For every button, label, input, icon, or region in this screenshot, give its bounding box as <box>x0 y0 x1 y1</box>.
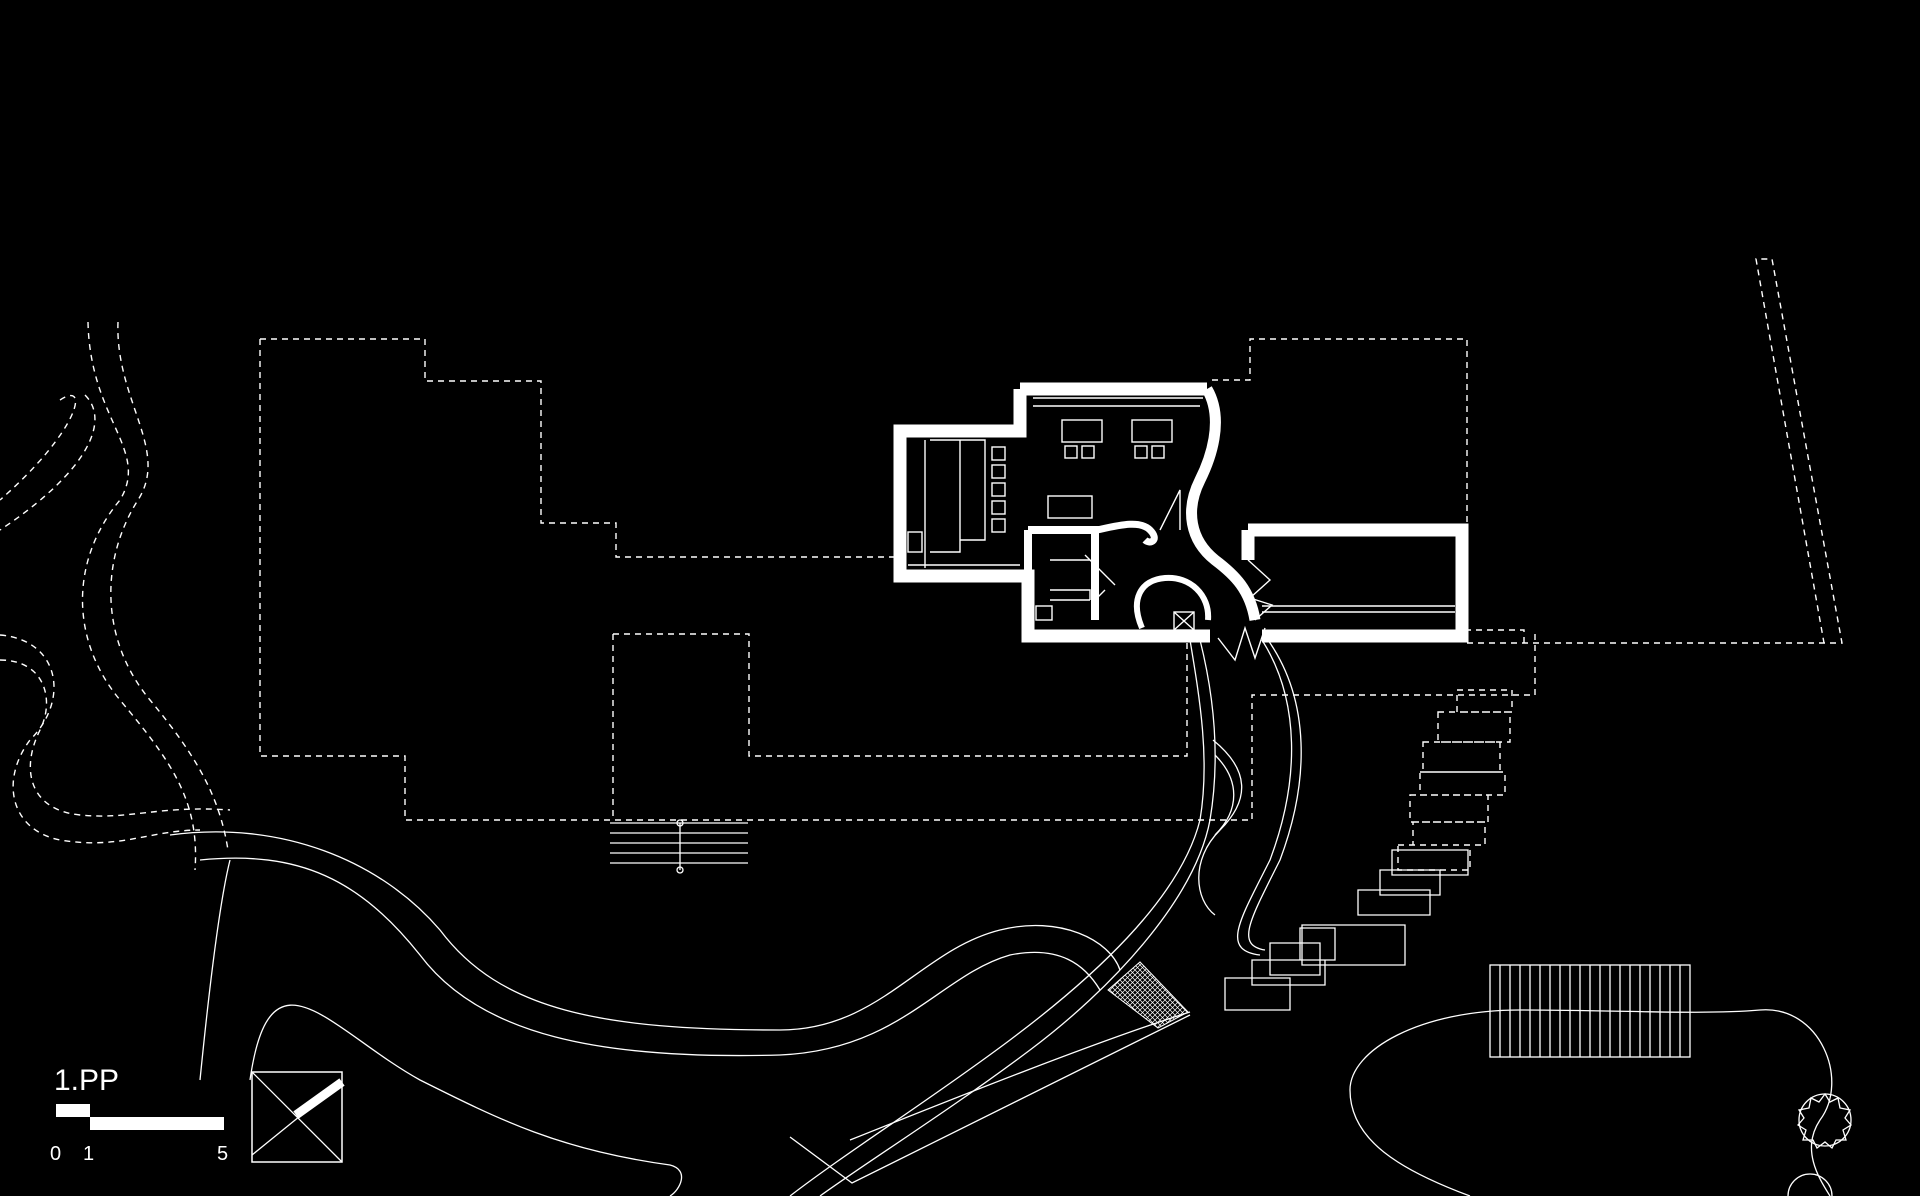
kitchen-unit <box>991 464 1006 479</box>
house-plan <box>893 382 1469 662</box>
bed-symbol <box>1131 419 1173 443</box>
kitchen-unit <box>991 446 1006 461</box>
dashed-footprint-left-lower <box>259 339 1536 821</box>
stepping-stones <box>1224 849 1469 1011</box>
west-wing-inner <box>908 440 1020 568</box>
pond-outline-b <box>1349 1089 1471 1196</box>
dashed-footprint-right-top <box>1212 338 1468 523</box>
kitchen-counter <box>930 439 986 553</box>
bathroom-lines <box>1050 559 1091 601</box>
bed-symbol <box>1061 419 1103 443</box>
stair-cross <box>1173 611 1195 631</box>
tree-symbol <box>1797 1092 1852 1150</box>
dashed-footprint-left <box>260 338 895 558</box>
kitchen-unit <box>991 518 1006 533</box>
section-cut-legend-icon <box>251 1071 345 1163</box>
access-path-c <box>1236 639 1293 956</box>
door-swing <box>1084 554 1116 601</box>
dashed-path-left-a <box>81 321 197 871</box>
road-edge-lower <box>249 1004 683 1196</box>
hatched-paving <box>1107 961 1189 1029</box>
access-path-d <box>1248 639 1302 951</box>
desk <box>1047 495 1093 519</box>
kitchen-unit <box>991 482 1006 497</box>
road-edge-outer <box>169 831 1121 1031</box>
door-leaf <box>1247 559 1274 621</box>
dashed-path-left-e <box>0 634 201 844</box>
bedroom-shelf <box>1033 397 1203 407</box>
pillow <box>1151 445 1165 459</box>
terrace-steps <box>610 819 748 874</box>
dashed-path-left-d <box>0 394 96 531</box>
access-path-a <box>789 639 1205 1196</box>
drawing-legend: 1.PP 0 1 5 <box>50 1064 345 1165</box>
dashed-path-left-c <box>0 394 77 501</box>
landscape-lines <box>169 639 1852 1196</box>
interior-curve-wall <box>1096 520 1158 546</box>
dashed-steps <box>1397 689 1513 871</box>
road-edge-inner <box>199 857 1101 1057</box>
stair-box <box>1173 611 1195 631</box>
door-leaf <box>1159 489 1181 531</box>
lower-path-b <box>789 1014 1191 1184</box>
wall-niche <box>907 531 923 553</box>
slatted-deck <box>1489 964 1691 1058</box>
pillow <box>1064 445 1078 459</box>
house-curved-wall <box>1186 386 1261 622</box>
access-path-f <box>1214 754 1235 836</box>
dashed-footprint-right <box>1467 258 1843 644</box>
sink <box>1035 605 1053 621</box>
kitchen-unit <box>991 500 1006 515</box>
access-path-e <box>1198 739 1243 916</box>
pillow <box>1134 445 1148 459</box>
tree-symbol <box>1787 1173 1833 1196</box>
dashed-terrace-right <box>1467 629 1525 643</box>
dashed-path-left-f <box>0 659 231 817</box>
entrance-door <box>1217 625 1266 662</box>
pillow <box>1081 445 1095 459</box>
dashed-path-left-b <box>110 321 229 851</box>
scale-tick-5: 5 <box>217 1143 228 1165</box>
stair-curve <box>1134 574 1212 630</box>
house-east-wall <box>1241 523 1469 643</box>
scale-tick-0: 0 <box>50 1143 61 1165</box>
house-west-wall <box>893 382 1210 643</box>
road-edge-lower-b <box>199 859 231 1081</box>
scale-tick-1: 1 <box>83 1143 94 1165</box>
lower-path <box>849 1011 1191 1141</box>
drawing-label: 1.PP <box>54 1064 119 1097</box>
pond-outline <box>1349 1009 1833 1196</box>
access-path-b <box>819 639 1216 1196</box>
dashed-footprint-inner <box>613 630 1188 757</box>
east-wing-inner <box>1262 605 1455 613</box>
scale-bar <box>56 1104 224 1130</box>
dashed-outlines <box>0 258 1843 871</box>
